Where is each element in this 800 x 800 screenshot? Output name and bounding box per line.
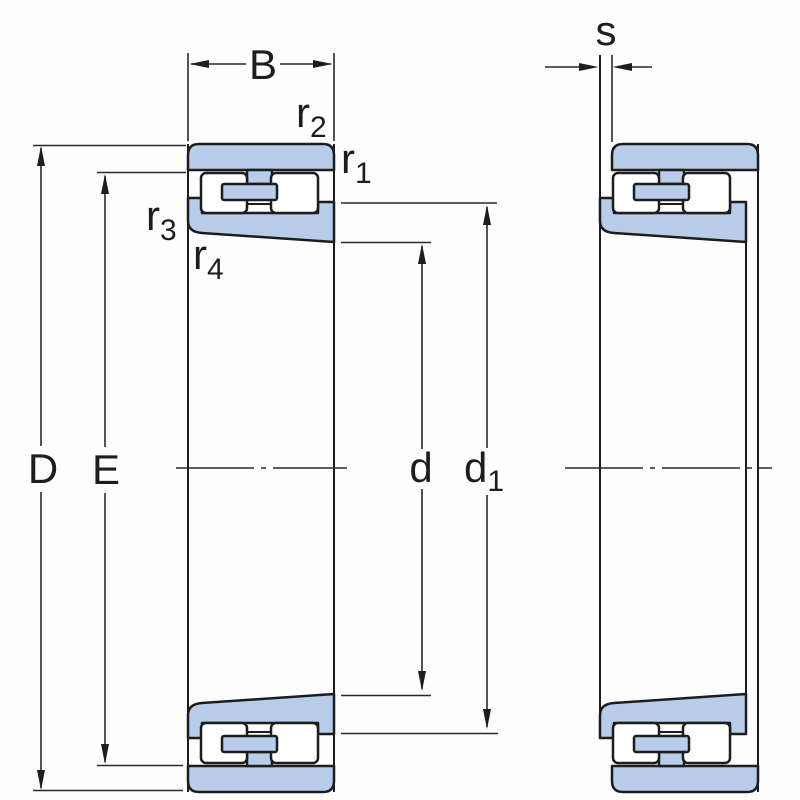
left-bearing-view	[186, 142, 336, 794]
inner-ring-top	[598, 196, 748, 244]
right-bearing-view	[598, 55, 760, 794]
outer-ring-top	[186, 142, 336, 172]
dimension-D: D	[28, 144, 186, 792]
inner-ring-top	[186, 196, 336, 244]
center-rib-top	[657, 168, 686, 186]
dimension-d1: d1	[341, 202, 504, 735]
dim-label-B: B	[249, 41, 277, 88]
dimension-E: E	[92, 171, 186, 767]
dim-label-d: d	[409, 444, 432, 491]
dim-label-r1: r1	[341, 135, 372, 190]
arrowhead	[418, 244, 426, 264]
arrowhead	[313, 60, 333, 68]
arrowhead	[483, 709, 491, 729]
arrowhead	[101, 744, 109, 764]
dim-label-r3: r3	[146, 192, 177, 247]
cage-top	[632, 182, 691, 202]
arrowhead	[612, 63, 632, 71]
outer-ring-top	[610, 142, 760, 172]
arrowhead	[418, 671, 426, 691]
outer-ring-bottom	[610, 764, 760, 794]
arrowhead	[579, 63, 599, 71]
dim-label-r4: r4	[193, 231, 224, 286]
cage-top	[220, 182, 279, 202]
center-rib-bottom	[245, 750, 274, 768]
arrowhead	[483, 205, 491, 225]
cage-bottom	[632, 734, 691, 754]
inner-ring-bottom	[598, 692, 748, 740]
dim-label-s: s	[596, 7, 617, 54]
dimension-s: s	[545, 7, 652, 71]
arrowhead	[37, 146, 45, 166]
arrowhead	[101, 174, 109, 194]
center-rib-top	[245, 168, 274, 186]
inner-ring-bottom	[186, 692, 336, 740]
dimension-d: d	[341, 241, 433, 697]
dim-label-r2: r2	[296, 89, 327, 144]
center-rib-bottom	[657, 750, 686, 768]
dim-label-D: D	[28, 445, 58, 492]
cage-bottom	[220, 734, 279, 754]
dim-label-E: E	[92, 446, 120, 493]
outer-ring-bottom	[186, 764, 336, 794]
arrowhead	[37, 770, 45, 790]
dimension-B: B	[187, 41, 335, 141]
dim-label-d1: d1	[464, 444, 504, 498]
arrowhead	[189, 60, 209, 68]
